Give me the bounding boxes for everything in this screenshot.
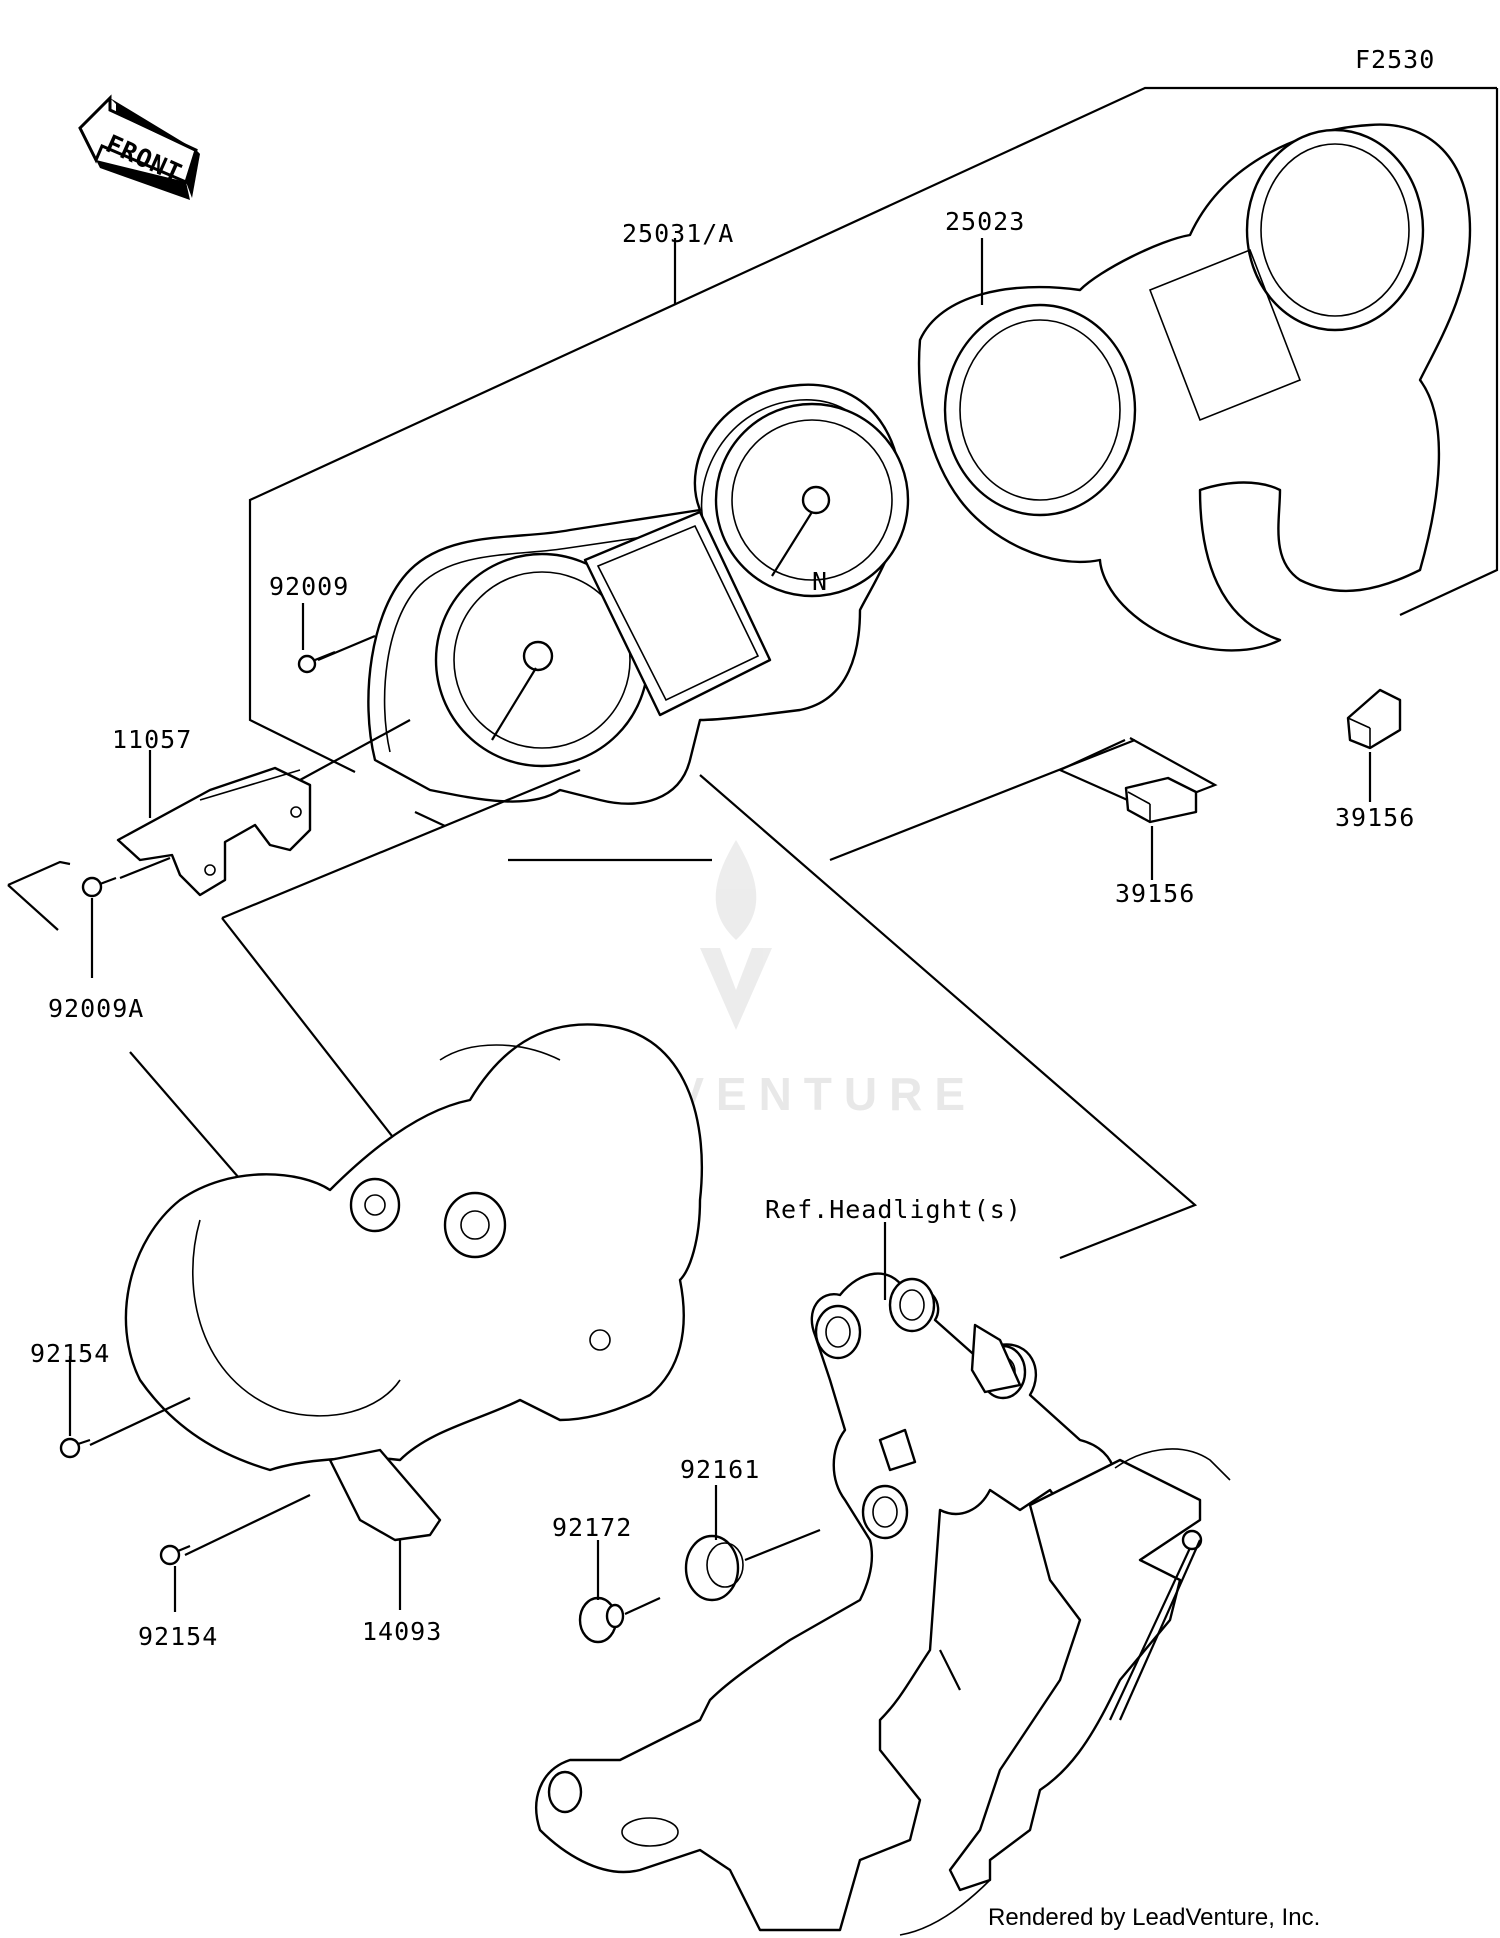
gear-indicator: N: [812, 567, 828, 596]
label-92009: 92009: [269, 572, 349, 601]
screw-92154-lower: [159, 1494, 311, 1566]
label-25023: 25023: [945, 207, 1025, 236]
assembly-box-25031-a: [248, 86, 1499, 862]
label-92009a: 92009A: [48, 994, 144, 1023]
label-92154-lower: 92154: [138, 1622, 218, 1651]
label-11057: 11057: [112, 725, 192, 754]
label-39156-center: 39156: [1115, 879, 1195, 908]
part-labels: 25031/A 25023 92009 11057 92009A 39156 3…: [30, 207, 1415, 1651]
label-39156-right: 39156: [1335, 803, 1415, 832]
label-25031-a: 25031/A: [622, 219, 734, 248]
pad-39156-right: [1346, 688, 1402, 750]
label-92154-upper: 92154: [30, 1339, 110, 1368]
pad-39156-center: [1124, 776, 1198, 824]
meter-assembly-25031-a: N: [367, 383, 910, 805]
screw-92154-upper: [59, 1397, 191, 1459]
grommet-92161: [684, 1528, 821, 1602]
screw-92009a: [7, 719, 411, 931]
credit-text: Rendered by LeadVenture, Inc.: [988, 1904, 1320, 1931]
label-14093: 14093: [362, 1617, 442, 1646]
headlight-bracket: [535, 1272, 1231, 1936]
leader-lines: [68, 238, 1372, 1612]
collar-92172: [578, 1596, 661, 1644]
front-arrow-icon: FRONT: [78, 94, 200, 200]
screw-92009: [297, 634, 376, 674]
bracket-11057: [116, 766, 312, 897]
meter-housing-14093: [124, 1023, 704, 1542]
meter-cover-25023: [917, 123, 1472, 652]
label-reference-headlight: Ref.Headlight(s): [765, 1195, 1022, 1224]
label-92172: 92172: [552, 1513, 632, 1542]
figure-code: F2530: [1355, 45, 1435, 74]
label-92161: 92161: [680, 1455, 760, 1484]
